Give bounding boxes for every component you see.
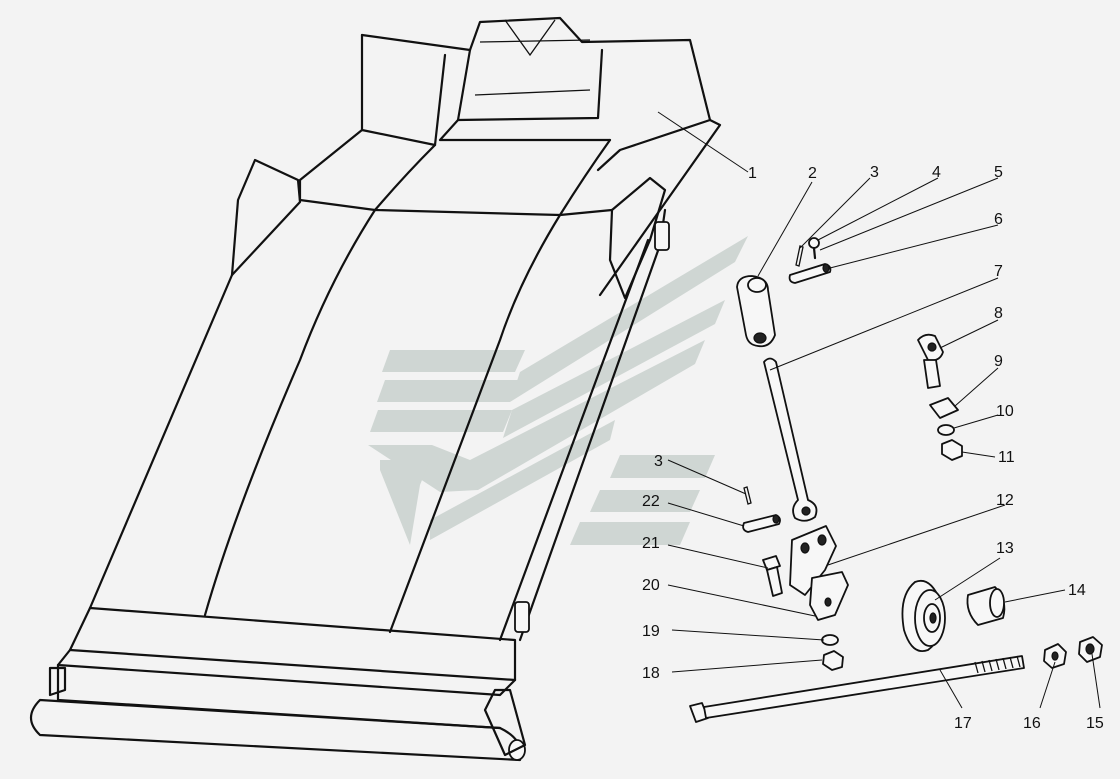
cotter-pin-part-3-lower <box>743 486 752 505</box>
callout-16: 16 <box>1023 715 1041 732</box>
callout-12: 12 <box>996 492 1014 509</box>
pin-part-22 <box>742 514 781 533</box>
pin-part-6 <box>788 263 832 284</box>
callout-17: 17 <box>954 715 972 732</box>
platform-frame <box>29 16 722 762</box>
rod-part-7 <box>763 357 818 522</box>
roller-wheel-part-13 <box>901 579 946 652</box>
bracket-part-12 <box>789 525 849 621</box>
rod-end-part-2 <box>736 275 776 348</box>
watermark-logo <box>368 236 748 545</box>
callout-21: 21 <box>642 535 660 552</box>
callout-10: 10 <box>996 403 1014 420</box>
leader-lines <box>657 111 1101 709</box>
callout-2: 2 <box>808 165 817 182</box>
washer-part-19 <box>821 634 839 646</box>
callout-1: 1 <box>748 165 757 182</box>
callout-13: 13 <box>996 540 1014 557</box>
callout-labels: 1 2 3 4 5 6 7 8 9 10 11 12 13 14 15 16 1… <box>642 164 1104 732</box>
callout-6: 6 <box>994 211 1003 228</box>
bushing-part-14 <box>966 586 1006 626</box>
callout-18: 18 <box>642 665 660 682</box>
nut-part-18 <box>822 650 844 671</box>
washer-part-10 <box>937 424 955 436</box>
callout-11: 11 <box>998 449 1015 466</box>
callout-7: 7 <box>994 263 1003 280</box>
eye-bolt-part-8 <box>917 333 944 389</box>
callout-20: 20 <box>642 577 660 594</box>
bolt-part-4 <box>808 237 820 260</box>
callout-3: 3 <box>870 164 879 181</box>
callout-22: 22 <box>642 493 660 510</box>
square-washer-part-9 <box>929 397 959 419</box>
nut-part-11 <box>941 439 963 461</box>
bolt-part-21 <box>762 555 783 597</box>
nut-part-16 <box>1043 643 1067 669</box>
cotter-pin-part-3 <box>795 245 804 267</box>
callout-3-lower: 3 <box>654 453 663 470</box>
callout-4: 4 <box>932 164 941 181</box>
callout-14: 14 <box>1068 582 1086 599</box>
callout-5: 5 <box>994 164 1003 181</box>
callout-9: 9 <box>994 353 1003 370</box>
callout-15: 15 <box>1086 715 1104 732</box>
callout-8: 8 <box>994 305 1003 322</box>
callout-19: 19 <box>642 623 660 640</box>
long-bolt-part-17 <box>689 655 1025 723</box>
lock-nut-part-15 <box>1078 636 1103 663</box>
